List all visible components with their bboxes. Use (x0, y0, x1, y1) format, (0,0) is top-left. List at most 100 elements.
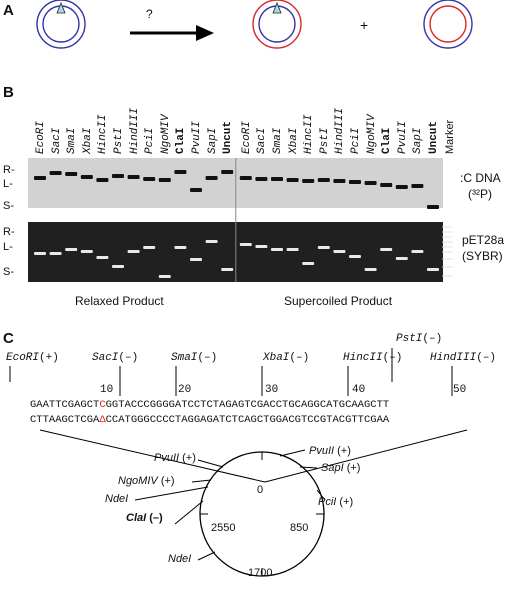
site-ndei-2-name: NdeI (168, 553, 192, 565)
bottom-gel-label: pET28a (SYBR) (462, 232, 504, 264)
marker-band (442, 226, 453, 228)
bottom-band (34, 252, 46, 255)
marker-band (442, 241, 453, 243)
funnel-line-left (39, 429, 266, 483)
top-band (49, 171, 62, 175)
top-band (34, 176, 46, 180)
marker-band (442, 258, 453, 260)
top-band (380, 183, 393, 187)
second-plasmid-inner (429, 5, 467, 43)
panel-b-letter: B (3, 84, 14, 101)
site-sapi: SapI (+) (321, 462, 360, 474)
seq-bot-a: CTTAAGCTCGA (30, 414, 100, 426)
site-pvuii-left-name: PvuII (154, 452, 180, 464)
site-smai-sign: (–) (197, 352, 218, 364)
top-band (427, 205, 439, 209)
bottom-band (286, 248, 299, 251)
ruler-20: 20 (178, 384, 192, 396)
site-ndei-1: NdeI (105, 493, 128, 505)
site-pvuii-left: PvuII (+) (154, 452, 196, 464)
line-nde1 (134, 486, 209, 501)
top-band (65, 172, 78, 176)
top-band (80, 175, 93, 179)
bottom-label-l: L- (3, 241, 13, 253)
site-pvuii-right: PvuII (+) (309, 445, 351, 457)
top-band (221, 170, 234, 174)
panel-a-diagram (36, 0, 473, 49)
bottom-label-r: R- (3, 226, 15, 238)
top-band (255, 177, 268, 181)
bottom-band (127, 250, 140, 253)
site-ndei-2: NdeI (168, 553, 191, 565)
position-850: 850 (290, 522, 309, 534)
plasmid-map-circle (199, 451, 325, 577)
ruler-40: 40 (352, 384, 366, 396)
bottom-band (411, 250, 424, 253)
site-hindiii-name: HindIII (430, 352, 477, 364)
bottom-band (221, 268, 234, 271)
bottom-band (349, 255, 361, 258)
marker-band (442, 231, 453, 233)
top-band (395, 185, 408, 189)
top-label-s: S- (3, 200, 14, 212)
gel-bands (34, 158, 453, 282)
site-hincii-sign: (–) (382, 352, 403, 364)
arrow-head-icon (196, 25, 214, 41)
top-band (302, 179, 315, 183)
top-band (317, 178, 330, 182)
caption-supercoiled: Supercoiled Product (284, 294, 393, 308)
line-nde2 (197, 551, 216, 561)
top-gel-label: :C DNA (³²P) (460, 170, 501, 202)
line-ngo (191, 479, 212, 483)
position-2550: 2550 (211, 522, 236, 534)
site-hincii-name: HincII (343, 352, 383, 364)
top-gel-label-1: :C DNA (460, 171, 501, 185)
relaxed-plasmid-outer (36, 0, 86, 49)
lesion-triangle-icon-2 (272, 1, 282, 14)
marker-band (442, 275, 453, 277)
ruler-10: 10 (100, 384, 114, 396)
top-label-r: R- (3, 164, 15, 176)
site-psti-sign: (–) (422, 333, 443, 345)
lesion-triangle-icon (56, 1, 66, 14)
top-band (96, 178, 109, 182)
caption-relaxed: Relaxed Product (75, 294, 164, 308)
site-ecori-sign: (+) (39, 352, 59, 364)
product-plasmid-outer (252, 0, 302, 49)
bottom-band (143, 246, 156, 249)
top-band (112, 174, 124, 178)
site-saci-sign: (–) (118, 352, 139, 364)
bottom-band (96, 256, 109, 259)
bottom-band (112, 265, 124, 268)
panel-c-letter: C (3, 330, 14, 347)
top-band (127, 175, 140, 179)
marker-band (442, 246, 453, 248)
site-ndei-1-name: NdeI (105, 493, 129, 505)
site-saci-name: SacI (92, 352, 119, 364)
site-ngomiv-name: NgoMIV (118, 475, 158, 487)
site-sapi-name: SapI (321, 462, 344, 474)
site-smai: SmaI(–) (171, 352, 217, 364)
panel-c-lines (9, 348, 468, 577)
site-pcii-sign: (+) (339, 496, 354, 508)
position-1700: 1700 (248, 567, 273, 579)
top-band (143, 177, 156, 181)
marker-band (442, 251, 453, 253)
top-band (239, 176, 252, 180)
top-gel-label-2: (³²P) (468, 187, 492, 201)
bottom-band (239, 243, 252, 246)
seq-top-c: GGTACCCGGGGATCCTCTAGAGTCGACCTGCAGGCATGCA… (105, 399, 390, 411)
site-psti-name: PstI (396, 333, 423, 345)
site-clai-sign: (–) (149, 512, 163, 524)
top-band (286, 178, 299, 182)
line-pvu-left (197, 459, 224, 468)
question-mark: ? (146, 7, 153, 21)
plus-sign: + (360, 17, 369, 33)
site-xbai: XbaI(–) (263, 352, 309, 364)
bottom-band (174, 246, 187, 249)
site-ngomiv: NgoMIV (+) (118, 475, 175, 487)
top-band (158, 178, 171, 182)
panel-a-letter: A (3, 2, 14, 19)
site-pcii-name: PciI (318, 496, 337, 508)
